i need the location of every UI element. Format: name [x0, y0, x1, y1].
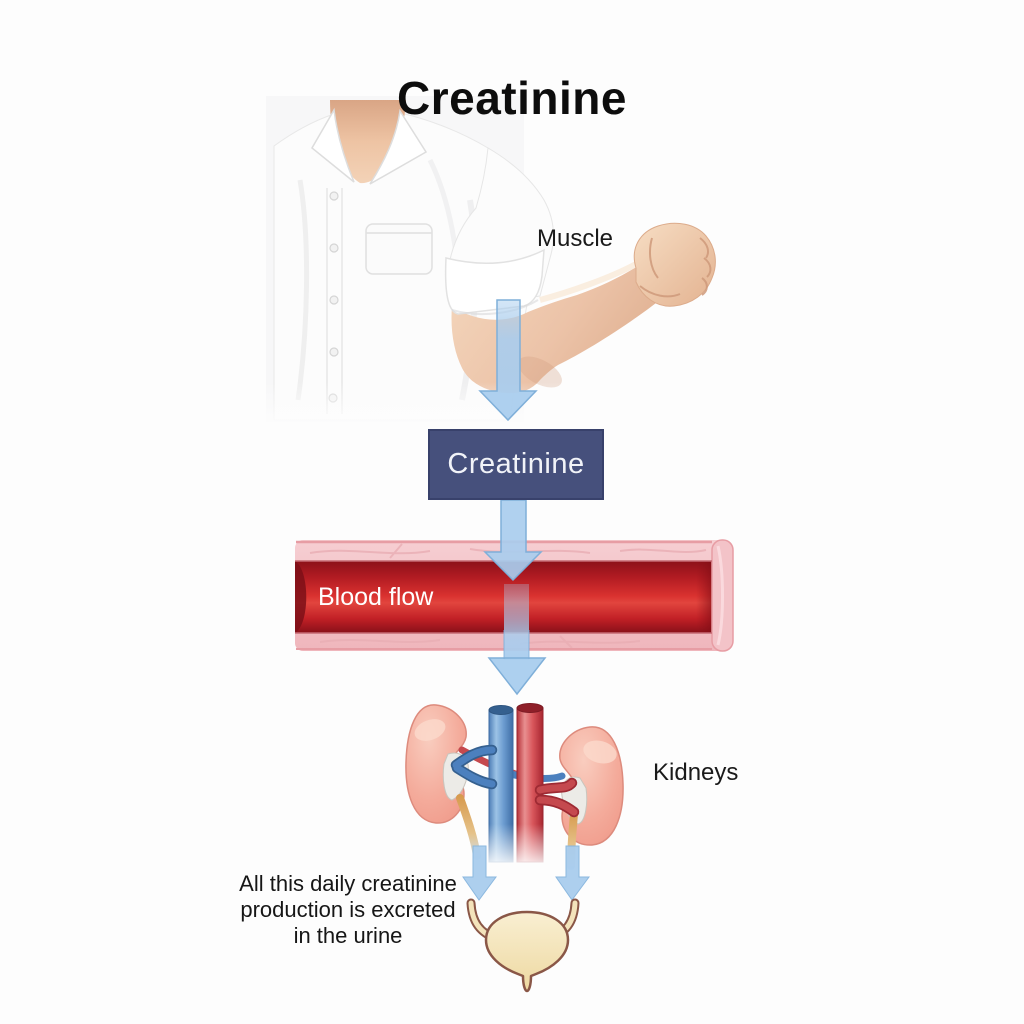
kidney-highlight: [414, 719, 446, 741]
bladder-illustration: [466, 898, 580, 993]
fist-knuckle-lines: [639, 237, 712, 298]
urine-note-line-3: in the urine: [293, 923, 403, 948]
vena-cava-top: [488, 705, 514, 715]
shirt-fold: [295, 179, 310, 401]
lumen-left-cap: [295, 561, 307, 633]
muscle-label: Muscle: [537, 225, 614, 252]
kidneys-label: Kidneys: [653, 759, 739, 786]
shirt-pocket: [365, 223, 433, 275]
rolled-sleeve-cuff: [444, 248, 545, 315]
muscle-figure: [262, 96, 716, 426]
kidneys-illustration: [405, 703, 624, 901]
elbow-shadow: [518, 356, 562, 388]
urine-note-line-2: production is excreted: [240, 897, 456, 922]
blood-flow-label: Blood flow: [318, 583, 434, 611]
fist: [633, 222, 716, 307]
arrow-creatinine-to-blood: [483, 499, 543, 582]
forearm-highlight: [539, 261, 638, 303]
shirt-collar-right: [369, 108, 428, 185]
urine-note-line-1: All this daily creatinine: [239, 871, 457, 896]
page-title: Creatinine: [397, 71, 627, 124]
creatinine-box-label: Creatinine: [447, 448, 585, 480]
aorta-top: [516, 703, 544, 713]
arrow-blood-to-kidneys: [487, 584, 547, 696]
vessel-cap-highlight: [716, 545, 724, 646]
bladder-body: [484, 910, 570, 993]
right-urine-arrow: [555, 845, 590, 901]
left-urine-arrow: [462, 845, 497, 901]
right-renal-artery: [534, 777, 580, 818]
tube-fade: [484, 824, 546, 870]
kidney-highlight: [583, 740, 617, 764]
vessel-wall-texture: [309, 543, 707, 649]
left-renal-vein: [450, 744, 498, 790]
arrow-muscle-to-creatinine: [478, 299, 538, 422]
creatinine-box: Creatinine: [428, 429, 604, 500]
shirt-collar-left: [311, 107, 355, 183]
urine-note: All this daily creatinine production is …: [228, 871, 468, 949]
